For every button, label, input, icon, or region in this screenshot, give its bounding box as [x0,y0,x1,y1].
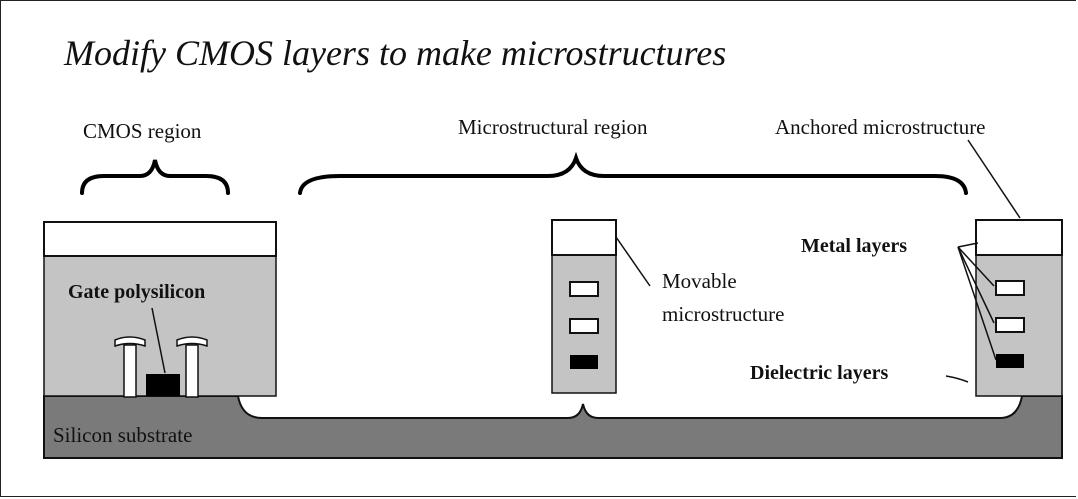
movable-poly [570,355,598,369]
dielectric-leader [945,375,969,383]
movable-top-metal [551,219,617,256]
anchored-microstructure-label: Anchored microstructure [775,115,986,139]
microstructural-region-brace [298,151,968,195]
movable-metal-1 [569,281,599,297]
dielectric-layers-label: Dielectric layers [750,362,889,384]
cmos-contact-left [114,336,146,398]
movable-label-line2: microstructure [662,302,785,326]
anchored-top-metal [975,219,1063,256]
microstructural-region-label: Microstructural region [458,115,648,139]
silicon-substrate [43,395,1063,459]
metal-layers-leaders [957,242,997,361]
cmos-region-brace [80,159,230,195]
anchored-poly [996,354,1024,368]
gate-polysilicon-block [146,374,180,396]
anchored-metal-1 [995,280,1025,296]
anchored-leader [967,139,1021,219]
gate-polysilicon-label: Gate polysilicon [68,281,206,303]
silicon-substrate-label: Silicon substrate [53,423,193,447]
anchored-metal-2 [995,317,1025,333]
movable-metal-2 [569,318,599,334]
cmos-top-metal [43,221,277,257]
cmos-region-label: CMOS region [83,119,202,143]
movable-label-line1: Movable [662,269,737,293]
metal-layers-label: Metal layers [801,235,908,257]
cmos-contact-right [176,336,208,398]
movable-leader [615,236,651,287]
gate-polysilicon-leader [151,307,166,374]
figure-title: Modify CMOS layers to make microstructur… [64,33,727,73]
